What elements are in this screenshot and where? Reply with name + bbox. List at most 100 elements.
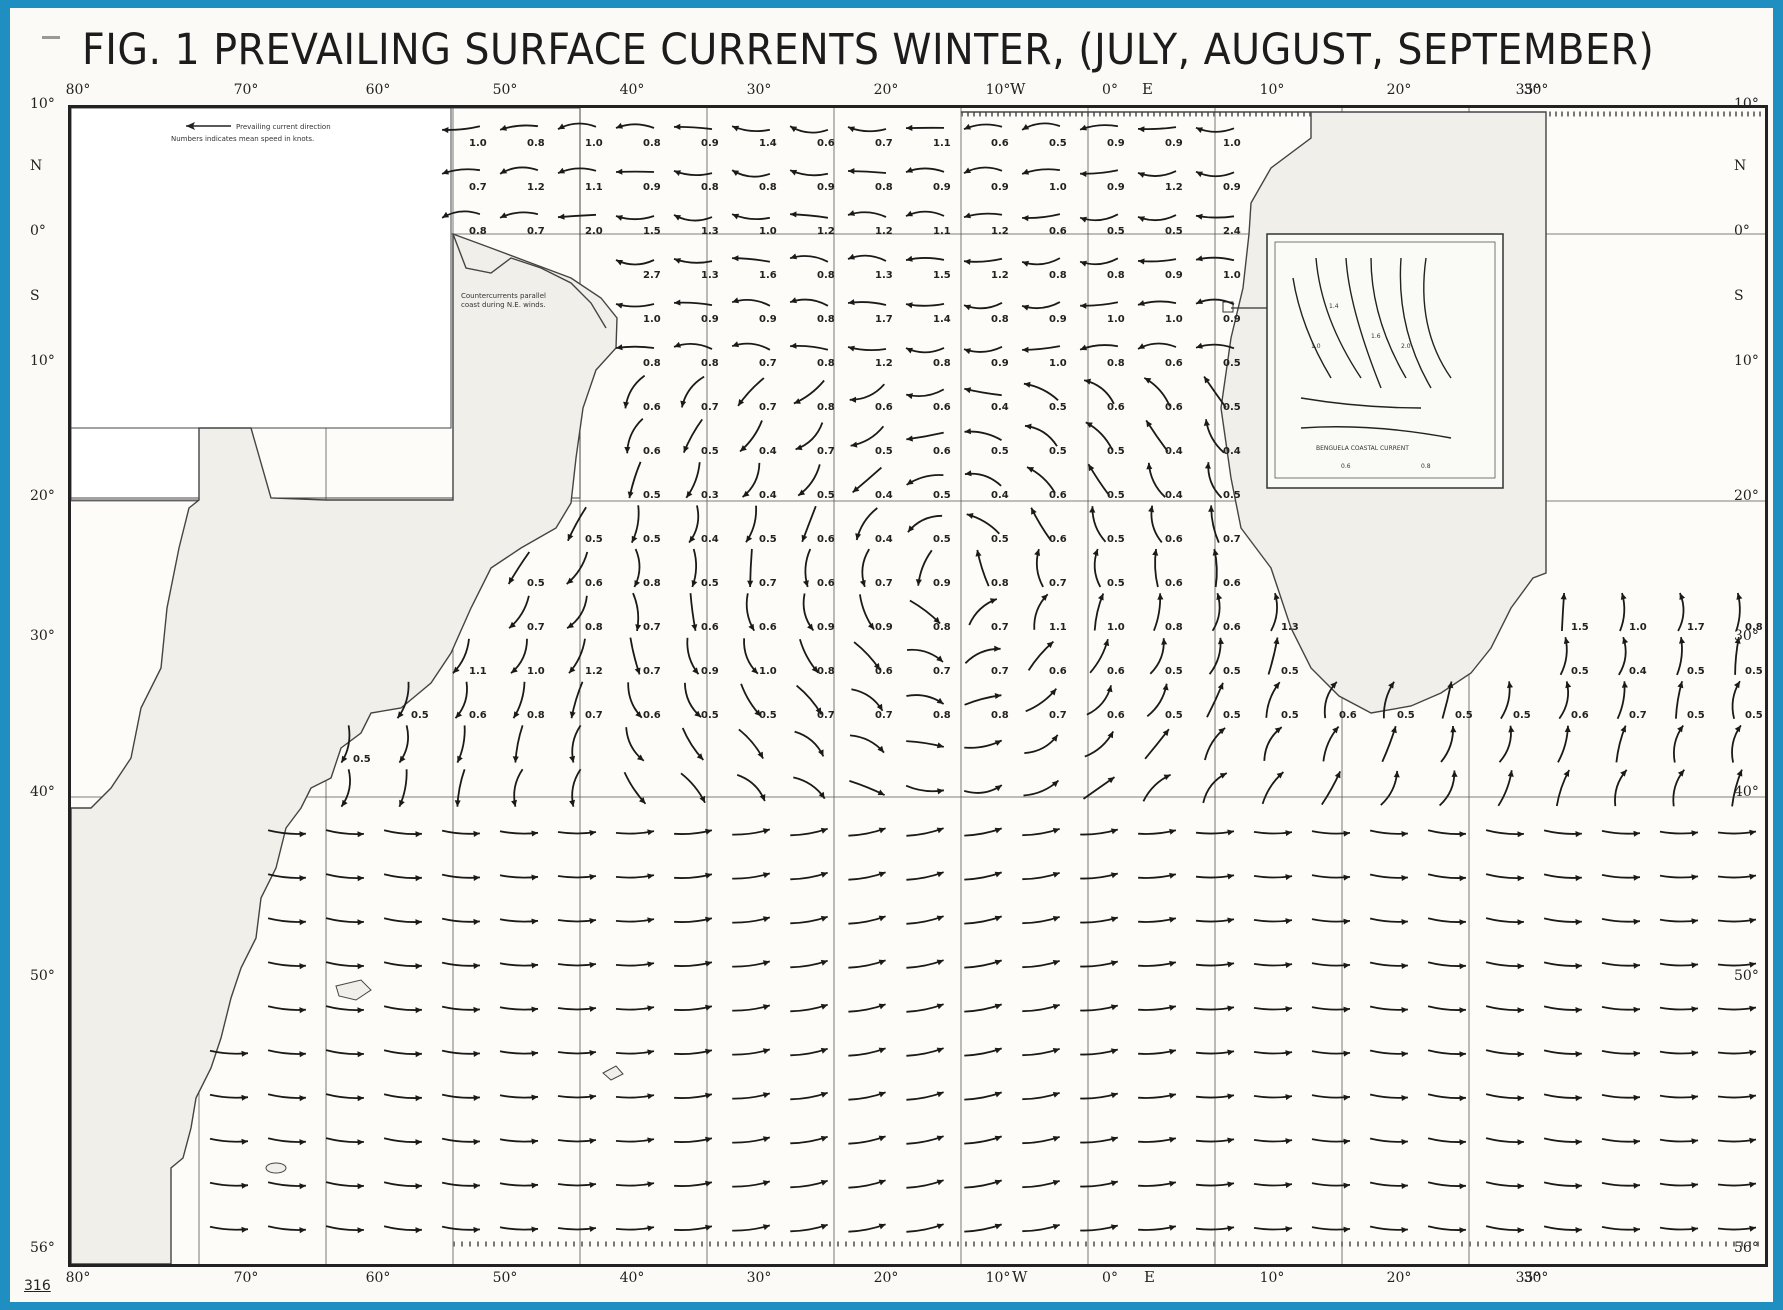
current-arrowhead <box>1084 378 1091 385</box>
current-arrowhead <box>1157 593 1164 600</box>
current-arrowhead <box>762 960 770 967</box>
current-arrowhead <box>790 169 798 176</box>
current-arrowhead <box>747 580 754 587</box>
speed-label: 1.2 <box>991 270 1009 281</box>
speed-label: 0.6 <box>1049 534 1067 545</box>
current-arrowhead <box>1343 918 1350 925</box>
current-arrowhead <box>1285 1226 1292 1233</box>
current-arrowhead <box>936 915 944 922</box>
current-arrowhead <box>705 872 712 879</box>
current-arrowhead <box>801 534 808 542</box>
current-arrowhead <box>1080 124 1088 131</box>
current-arrowhead <box>1565 681 1572 689</box>
top-lon-1: 70° <box>233 82 259 98</box>
current-arrowhead <box>531 1050 538 1057</box>
current-arrowhead <box>1343 874 1350 881</box>
speed-label: 0.7 <box>1223 534 1241 545</box>
current-arrowhead <box>964 304 971 311</box>
current-arrowhead <box>994 1135 1002 1142</box>
current-arrowhead <box>1196 171 1203 178</box>
speed-label: 0.6 <box>1049 490 1067 501</box>
title-dash <box>42 36 60 39</box>
current-arrowhead <box>1563 637 1570 644</box>
current-arrowhead <box>634 580 640 587</box>
current-arrowhead <box>906 124 913 131</box>
current-arrowhead <box>442 127 449 134</box>
current-arrowhead <box>790 126 798 133</box>
top-lon-10: 20° <box>1386 82 1412 98</box>
current-arrowhead <box>1110 1224 1118 1231</box>
current-arrowhead <box>1080 170 1087 177</box>
current-arrowhead <box>589 1226 596 1232</box>
current-arrowhead <box>936 697 944 704</box>
current-arrowhead <box>1285 1138 1292 1145</box>
speed-label: 0.5 <box>1223 710 1241 721</box>
current-arrowhead <box>674 170 681 176</box>
current-arrowhead <box>994 693 1002 699</box>
current-arrowhead <box>1285 1050 1292 1057</box>
current-arrowhead <box>878 1047 886 1054</box>
current-arrowhead <box>1575 1183 1582 1190</box>
current-arrowhead <box>397 711 404 719</box>
current-arrowhead <box>1343 1138 1350 1145</box>
speed-label: 0.8 <box>817 358 835 369</box>
current-arrowhead <box>754 709 761 717</box>
current-arrowhead <box>762 1224 770 1231</box>
bottom-lon-0: 80° <box>65 1270 91 1286</box>
current-arrowhead <box>531 1226 538 1233</box>
speed-label: 0.7 <box>527 622 545 633</box>
current-arrowhead <box>299 1139 306 1146</box>
current-arrowhead <box>686 490 693 498</box>
current-arrowhead <box>798 489 806 496</box>
speed-label: 0.6 <box>1107 710 1125 721</box>
speed-label: 0.7 <box>933 666 951 677</box>
current-arrowhead <box>1517 1227 1524 1234</box>
speed-label: 0.5 <box>1687 710 1705 721</box>
speed-label: 0.8 <box>643 358 661 369</box>
current-arrowhead <box>1138 216 1145 222</box>
current-arrowhead <box>1459 1227 1466 1234</box>
current-arrowhead <box>1148 505 1155 513</box>
current-arrowhead <box>694 710 702 718</box>
speed-label: 0.5 <box>1107 578 1125 589</box>
current-arrowhead <box>878 871 886 878</box>
current-arrowhead <box>1401 919 1408 925</box>
speed-label: 0.8 <box>991 578 1009 589</box>
speed-label: 0.8 <box>875 182 893 193</box>
speed-label: 0.6 <box>1165 578 1183 589</box>
current-arrowhead <box>692 667 699 675</box>
current-arrowhead <box>1273 682 1280 690</box>
current-arrowhead <box>1691 962 1698 969</box>
speed-label: 0.4 <box>991 490 1009 501</box>
current-arrowhead <box>566 577 574 584</box>
current-arrowhead <box>1447 681 1454 689</box>
current-arrowhead <box>1080 302 1087 309</box>
map-page: FIG. 1 PREVAILING SURFACE CURRENTS WINTE… <box>10 8 1773 1302</box>
speed-label: 1.2 <box>585 666 603 677</box>
inset-speed-6: 0.8 <box>1421 463 1431 470</box>
speed-label: 1.0 <box>1107 622 1125 633</box>
speed-label: 0.5 <box>643 490 661 501</box>
bottom-lon-6: 20° <box>873 1270 899 1286</box>
current-arrowhead <box>1169 1224 1176 1231</box>
current-arrowhead <box>1163 774 1171 781</box>
current-arrowhead <box>473 1006 480 1013</box>
speed-label: 1.3 <box>701 226 719 237</box>
speed-label: 0.9 <box>1223 182 1241 193</box>
current-arrowhead <box>1517 1051 1524 1058</box>
current-arrowhead <box>762 1136 770 1143</box>
speed-label: 0.6 <box>817 138 835 149</box>
current-arrowhead <box>1052 1224 1060 1230</box>
current-arrowhead <box>299 1095 306 1102</box>
note-line-1: Countercurrents parallel <box>461 292 546 300</box>
current-arrowhead <box>569 799 575 807</box>
speed-label: 1.4 <box>759 138 777 149</box>
current-arrowhead <box>558 213 565 220</box>
current-arrowhead <box>751 667 758 674</box>
speed-label: 0.5 <box>701 710 719 721</box>
speed-label: 0.5 <box>1223 358 1241 369</box>
current-arrowhead <box>906 302 913 309</box>
speed-label: 0.8 <box>527 710 545 721</box>
current-arrowhead <box>569 755 576 763</box>
